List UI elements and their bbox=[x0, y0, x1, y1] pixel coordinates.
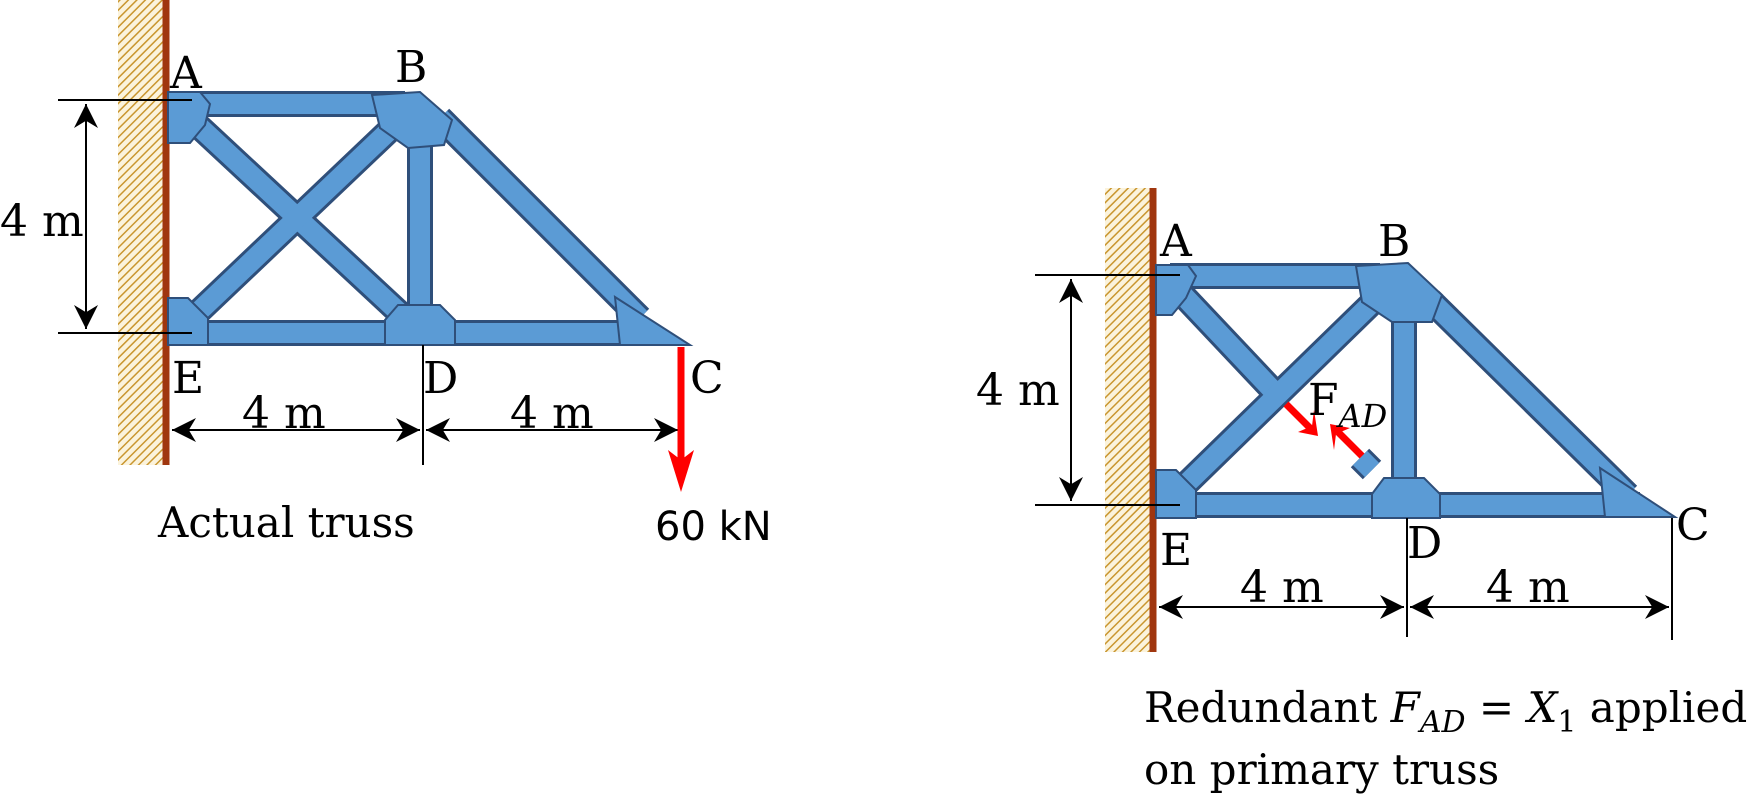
right-height-label: 4 m bbox=[976, 365, 1060, 416]
right-caption-line1: Redundant FAD = X1 applied bbox=[1144, 683, 1747, 740]
caption-pre: Redundant bbox=[1144, 683, 1391, 732]
left-wall-hatch bbox=[118, 0, 166, 465]
force-label-sub: AD bbox=[1336, 397, 1388, 435]
left-caption: Actual truss bbox=[157, 498, 415, 547]
left-node-D: D bbox=[423, 353, 458, 404]
right-truss-members bbox=[1155, 261, 1679, 519]
actual-truss-diagram: A B E D C 4 m 4 m 4 m 60 kN Actual truss bbox=[0, 0, 772, 550]
right-node-A: A bbox=[1159, 216, 1193, 267]
right-span-label-1: 4 m bbox=[1240, 562, 1324, 613]
caption-F: F bbox=[1390, 683, 1422, 732]
left-height-label: 4 m bbox=[0, 196, 84, 247]
left-gusset-B bbox=[370, 90, 454, 150]
right-gusset-D bbox=[1371, 477, 1441, 519]
caption-X-sub: 1 bbox=[1557, 705, 1576, 740]
left-span-label-1: 4 m bbox=[242, 388, 326, 439]
right-wall-hatch bbox=[1105, 188, 1153, 652]
redundant-force-arrows bbox=[1283, 401, 1365, 459]
left-node-A: A bbox=[169, 48, 203, 99]
left-height-dimension: 4 m bbox=[0, 99, 192, 334]
left-node-E: E bbox=[172, 353, 204, 404]
right-gusset-C bbox=[1598, 466, 1679, 518]
right-height-dimension: 4 m bbox=[976, 274, 1180, 506]
left-gusset-D bbox=[384, 304, 456, 346]
load-arrow bbox=[668, 347, 694, 492]
left-span-label-2: 4 m bbox=[510, 388, 594, 439]
primary-truss-diagram: FAD A B E D C 4 m 4 m 4 m Redundant FAD … bbox=[976, 188, 1747, 794]
left-gusset-C bbox=[613, 295, 694, 346]
caption-post: applied bbox=[1576, 683, 1747, 732]
right-node-E: E bbox=[1160, 525, 1192, 576]
force-label: FAD bbox=[1308, 375, 1387, 435]
left-span-dimension: 4 m 4 m bbox=[172, 345, 678, 465]
right-caption-line2: on primary truss bbox=[1144, 745, 1499, 794]
left-node-B: B bbox=[395, 42, 427, 93]
caption-X: X bbox=[1524, 683, 1559, 732]
load-label: 60 kN bbox=[655, 504, 772, 550]
left-gusset-A bbox=[167, 91, 212, 144]
left-truss-members bbox=[167, 90, 694, 346]
right-node-B: B bbox=[1378, 216, 1410, 267]
right-gusset-A bbox=[1155, 264, 1198, 316]
right-node-D: D bbox=[1407, 518, 1442, 569]
caption-F-sub: AD bbox=[1417, 705, 1466, 740]
right-node-C: C bbox=[1676, 500, 1710, 551]
right-span-dimension: 4 m 4 m bbox=[1159, 518, 1673, 640]
right-gusset-B bbox=[1354, 261, 1444, 323]
caption-eq: = bbox=[1466, 683, 1528, 732]
right-span-label-2: 4 m bbox=[1486, 562, 1570, 613]
left-node-C: C bbox=[690, 353, 724, 404]
force-label-F: F bbox=[1308, 375, 1339, 426]
